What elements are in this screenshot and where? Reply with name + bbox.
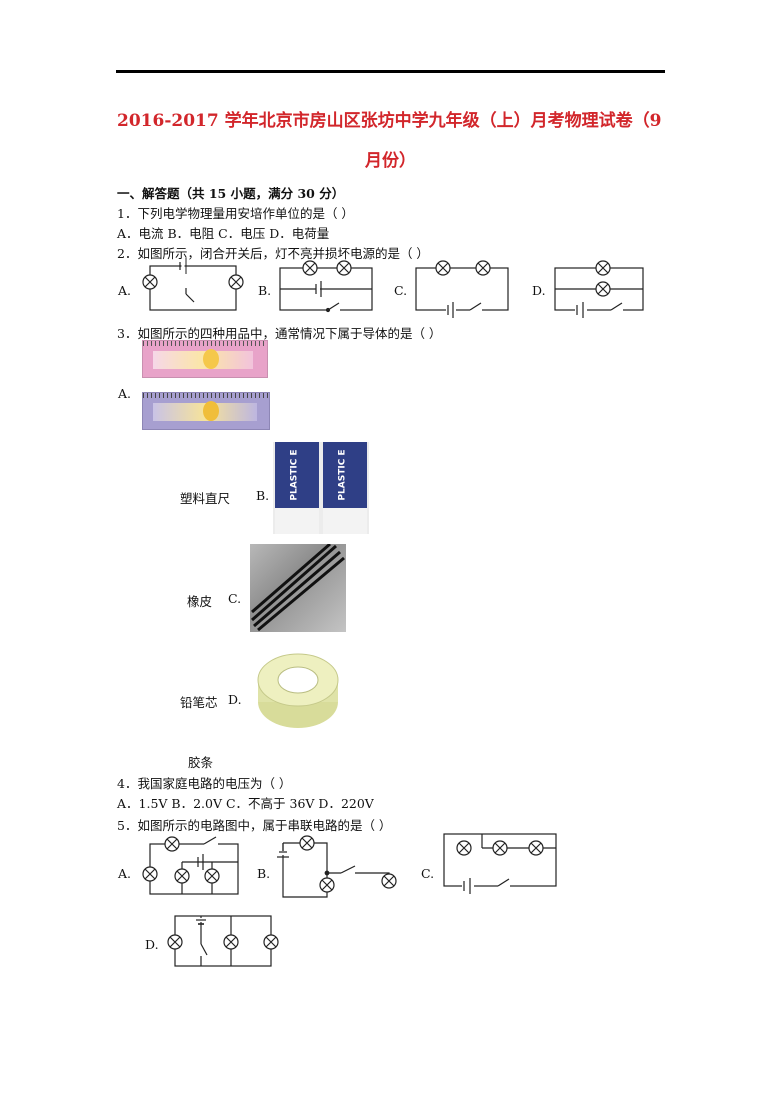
q5-label-b: B.: [257, 866, 271, 881]
q5-circuit-d: [167, 915, 279, 967]
pencil-lead-image: [250, 544, 346, 632]
q2-circuit-a: [142, 258, 244, 311]
q5-label-a: A.: [118, 866, 132, 881]
q5-label-d: D.: [145, 937, 159, 952]
eraser-image: PLASTIC E PLASTIC E: [273, 442, 369, 534]
q5-circuit-c: [443, 833, 557, 894]
q5-circuit-b: [277, 835, 397, 898]
q1-options: A．电流 B．电阻 C．电压 D．电荷量: [117, 226, 330, 241]
q2-label-b: B.: [258, 283, 272, 298]
q3-label-a: A.: [118, 386, 132, 401]
eraser-label-left: PLASTIC E: [289, 449, 300, 501]
eraser-label-right: PLASTIC E: [337, 449, 348, 501]
q2-stem: 2．如图所示，闭合开关后，灯不亮并损坏电源的是（ ）: [117, 246, 429, 261]
section-header: 一、解答题（共 15 小题，满分 30 分）: [117, 186, 345, 201]
q3-stem: 3．如图所示的四种用品中，通常情况下属于导体的是（ ）: [117, 326, 442, 341]
paper-title-line1: 2016-2017 学年北京市房山区张坊中学九年级（上）月考物理试卷（9: [117, 111, 662, 131]
q5-circuit-a: [142, 836, 239, 895]
q2-label-c: C.: [394, 283, 408, 298]
top-rule: [116, 70, 665, 73]
q3-label-c: C.: [228, 591, 242, 606]
q3-caption-b: 橡皮: [187, 594, 213, 609]
q2-circuit-b: [279, 260, 373, 313]
q3-caption-d: 胶条: [188, 755, 214, 770]
q3-caption-a: 塑料直尺: [180, 491, 231, 506]
ruler-image-1: [142, 340, 268, 378]
q2-label-d: D.: [532, 283, 546, 298]
q2-circuit-c: [415, 260, 509, 318]
q2-label-a: A.: [118, 283, 132, 298]
q3-caption-c: 铅笔芯: [180, 695, 218, 710]
q3-label-b: B.: [256, 488, 270, 503]
q4-stem: 4．我国家庭电路的电压为（ ）: [117, 776, 292, 791]
q3-label-d: D.: [228, 692, 242, 707]
tape-image: [257, 653, 339, 728]
q2-circuit-d: [554, 260, 644, 318]
q4-options: A．1.5V B．2.0V C．不高于 36V D．220V: [117, 796, 374, 811]
paper-title-line2: 月份）: [365, 151, 416, 171]
q5-label-c: C.: [421, 866, 435, 881]
q1-stem: 1．下列电学物理量用安培作单位的是（ ）: [117, 206, 354, 221]
q5-stem: 5．如图所示的电路图中，属于串联电路的是（ ）: [117, 818, 392, 833]
ruler-image-2: [142, 392, 270, 430]
